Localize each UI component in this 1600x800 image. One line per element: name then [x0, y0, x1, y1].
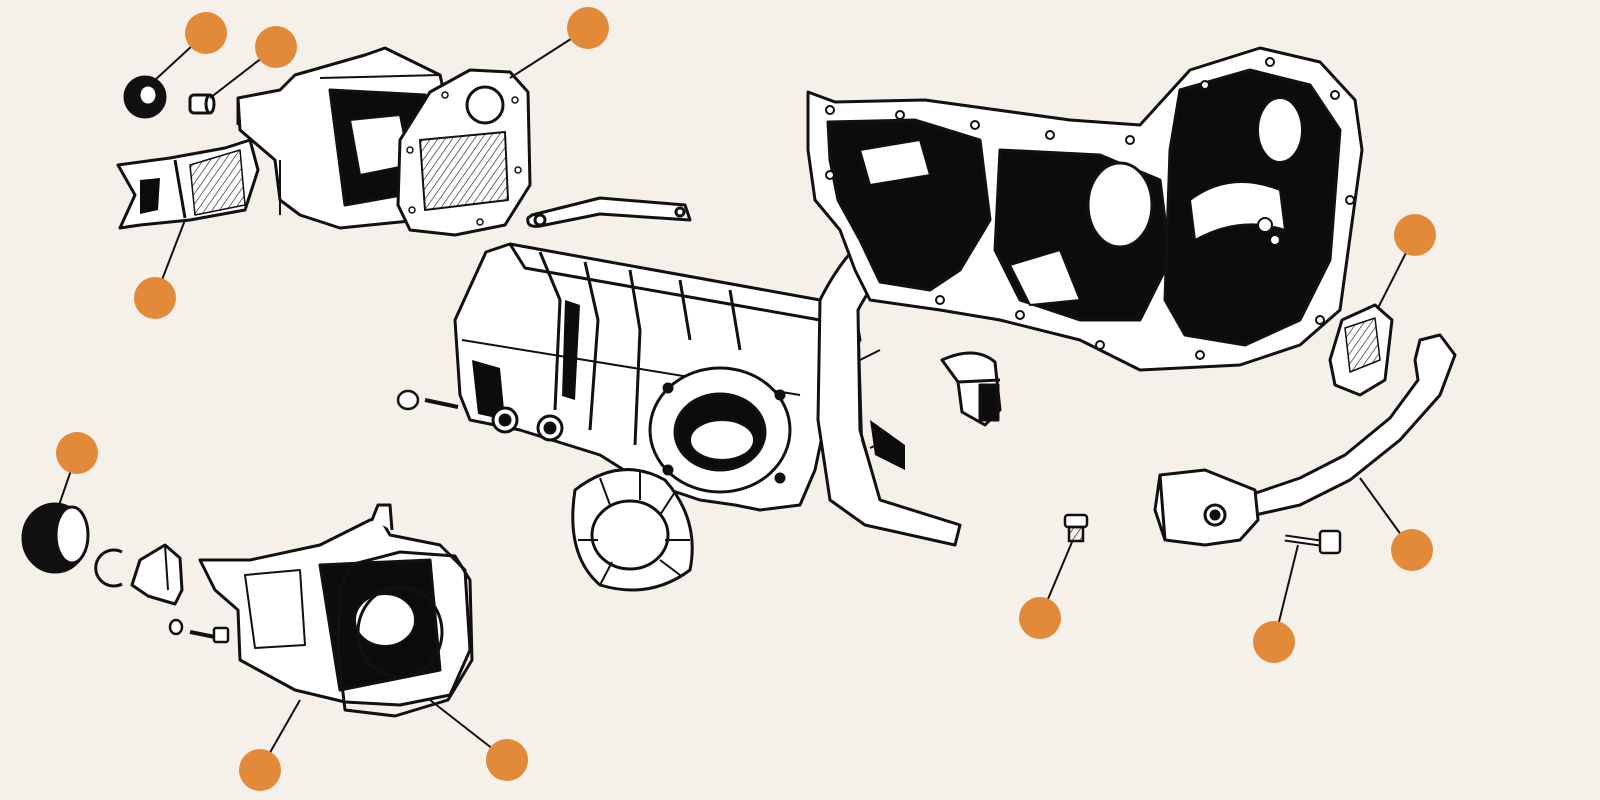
right-mount-rubber — [1328, 303, 1394, 397]
hotspot-layer — [56, 7, 1436, 791]
main-gearbox-casing — [453, 207, 962, 547]
hotspot-bottom-gasket[interactable] — [486, 739, 528, 781]
hotspot-left-seal-ring[interactable] — [56, 432, 98, 474]
hotspot-mount-bolt[interactable] — [1253, 621, 1295, 663]
hotspot-drain-plug[interactable] — [1019, 597, 1061, 639]
hotspot-right-mount-rubber[interactable] — [1394, 214, 1436, 256]
shift-link-bar — [526, 196, 692, 228]
bottom-seal-ring — [21, 502, 90, 574]
hotspot-support-bracket[interactable] — [1391, 529, 1433, 571]
baffle-plate — [571, 468, 694, 592]
hotspot-bottom-nose-housing[interactable] — [239, 749, 281, 791]
hotspot-top-left-seal[interactable] — [185, 12, 227, 54]
top-left-bush — [188, 93, 216, 115]
top-left-gasket — [396, 68, 532, 237]
bottom-circlip — [94, 548, 123, 588]
support-bracket-arm — [1153, 333, 1457, 547]
hotspot-top-gasket[interactable] — [567, 7, 609, 49]
top-left-oil-seal — [123, 75, 167, 119]
bottom-bracket — [130, 543, 184, 606]
top-left-mount — [116, 138, 260, 230]
stud-and-nut — [396, 389, 459, 411]
hotspot-top-left-bush[interactable] — [255, 26, 297, 68]
hotspot-top-left-mount[interactable] — [134, 277, 176, 319]
bottom-bolt-washer — [168, 618, 230, 644]
bottom-nose-housing — [198, 503, 472, 707]
center-rubber-mount — [940, 351, 1002, 427]
mount-bolt-part — [1284, 529, 1342, 555]
rear-transmission-housing — [806, 46, 1364, 372]
bottom-gasket — [336, 550, 474, 718]
drain-plug-part — [1063, 513, 1089, 543]
